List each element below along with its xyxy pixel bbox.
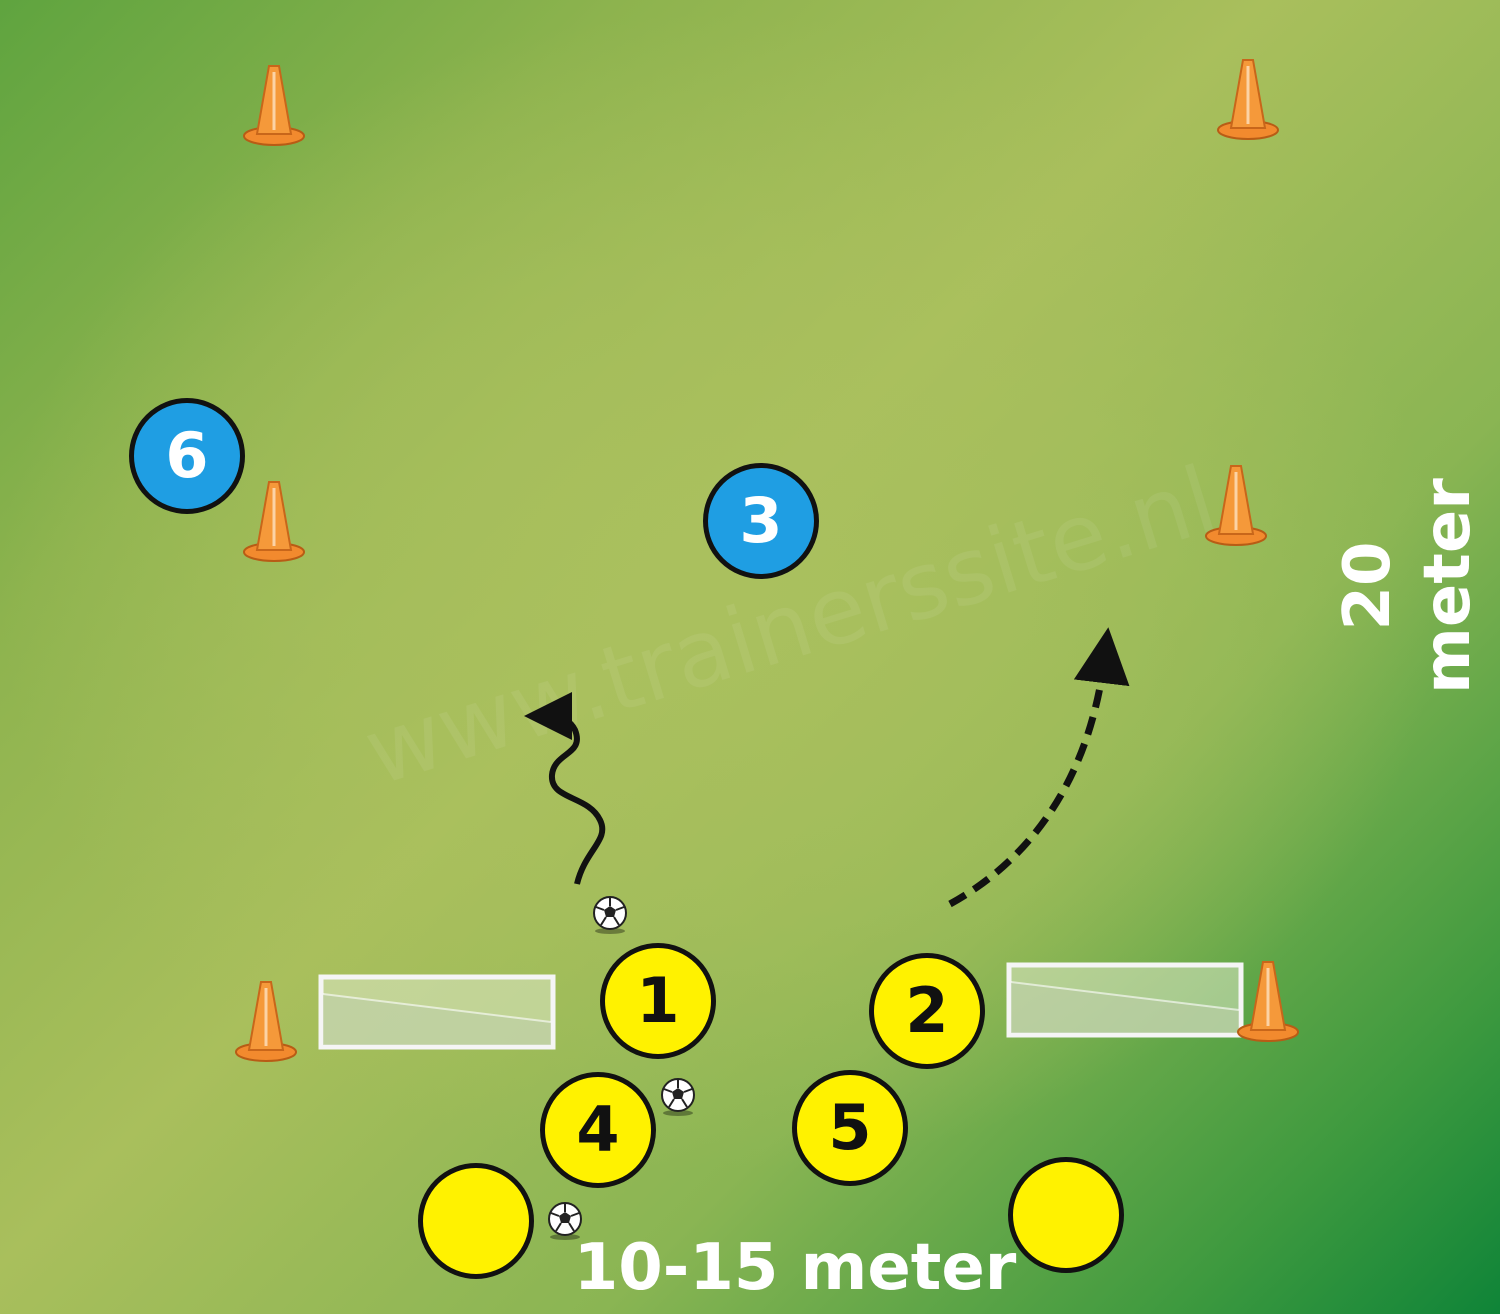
player-6: 6 [129,398,245,514]
player-3: 3 [703,463,819,579]
field-length-label: 20 meter [1331,478,1485,694]
ball-icon [661,1078,695,1116]
cone-icon [243,481,305,562]
cone-icon [235,981,297,1062]
dribble-arrow [524,692,606,885]
player-unnumbered-right [1008,1157,1124,1273]
player-4: 4 [540,1072,656,1188]
mini-goal-icon [1006,962,1244,1038]
ball-icon [593,896,627,934]
player-1: 1 [600,943,716,1059]
player-2: 2 [869,953,985,1069]
run-arrow [948,627,1130,908]
cone-icon [1237,961,1299,1042]
mini-goal-icon [318,974,556,1050]
ball-icon [548,1202,582,1240]
player-unnumbered-left [418,1163,534,1279]
field-width-label: 10-15 meter [573,1231,1017,1305]
player-5: 5 [792,1070,908,1186]
cone-icon [1217,59,1279,140]
cone-icon [243,65,305,146]
cone-icon [1205,465,1267,546]
